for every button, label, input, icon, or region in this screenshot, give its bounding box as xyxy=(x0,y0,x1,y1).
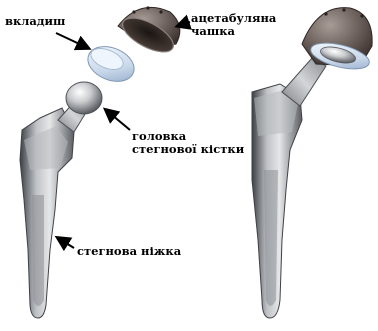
head-arrow xyxy=(106,110,130,130)
liner-label-text: вкладиш xyxy=(5,15,65,28)
femoral-head-label-line2: стегнової кістки xyxy=(132,143,244,156)
femoral-head-label: головка стегнової кістки xyxy=(132,130,244,156)
femoral-stem-label-text: стегнова ніжка xyxy=(77,245,181,258)
liner-arrow xyxy=(56,33,88,48)
stem-arrow xyxy=(58,238,74,248)
right-femoral-stem xyxy=(252,84,302,318)
cup-arrow xyxy=(178,22,190,26)
acetabular-cup-label-line2: чашка xyxy=(191,25,276,38)
acetabular-cup-label: ацетабуляна чашка xyxy=(191,12,276,38)
left-liner xyxy=(83,40,139,88)
liner-label: вкладиш xyxy=(5,15,65,28)
left-acetabular-cup xyxy=(118,6,180,58)
left-femoral-head xyxy=(66,82,102,114)
left-femoral-stem xyxy=(20,108,74,318)
femoral-stem-label: стегнова ніжка xyxy=(77,245,181,258)
